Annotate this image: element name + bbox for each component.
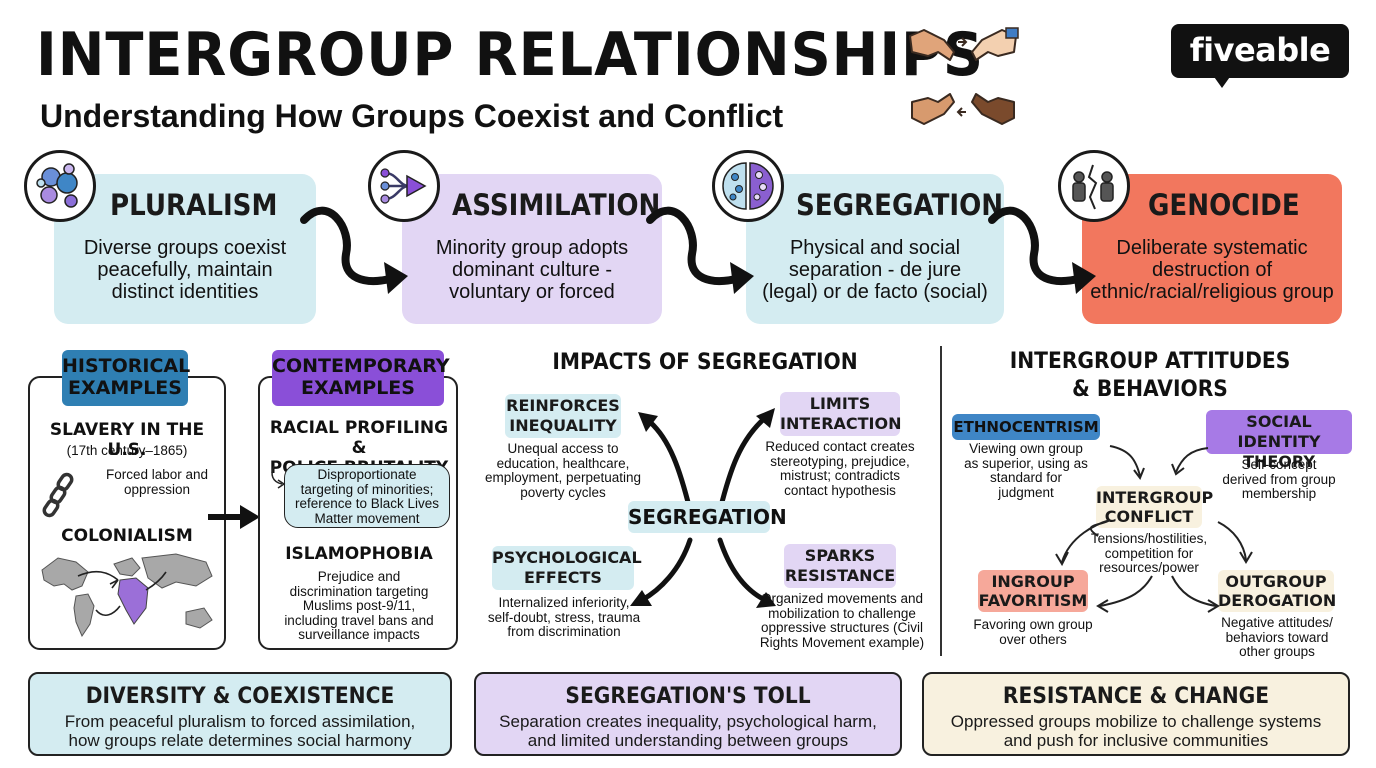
impacts-arrows — [630, 408, 776, 608]
attitudes-heading: INTERGROUP ATTITUDES& BEHAVIORS — [1009, 349, 1291, 402]
diversity-summary-box: DIVERSITY & COEXISTENCE From peaceful pl… — [28, 672, 452, 756]
divided-circle-icon — [712, 150, 784, 222]
world-map-icon — [41, 553, 213, 638]
colonialism-title: COLONIALISM — [61, 526, 193, 546]
ethnocentrism-label: ETHNOCENTRISM — [952, 414, 1100, 440]
segregation-center-label: SEGREGATION — [628, 501, 787, 533]
attitudes-arrows — [1055, 445, 1253, 613]
impacts-heading: IMPACTS OF SEGREGATION — [552, 350, 858, 375]
page-subtitle: Understanding How Groups Coexist and Con… — [40, 98, 784, 134]
arrow-pluralism-assimilation — [300, 206, 408, 294]
pluralism-card — [54, 174, 316, 324]
slavery-title: SLAVERY IN THE U.S. — [49, 420, 205, 460]
page-title: INTERGROUP RELATIONSHIPS — [36, 20, 984, 90]
merging-arrows-icon — [368, 150, 440, 222]
assimilation-card — [402, 174, 662, 324]
joined-hands-icon — [909, 27, 1019, 125]
arrow-segregation-genocide — [988, 206, 1096, 294]
assimilation-title: ASSIMILATION — [452, 188, 661, 222]
fiveable-logo: fiveable — [1171, 24, 1349, 78]
segregation-toll-box: SEGREGATION'S TOLL Separation creates in… — [474, 672, 902, 756]
resistance-change-title: RESISTANCE & CHANGE — [1002, 684, 1270, 709]
segregation-toll-desc: Separation creates inequality, psycholog… — [499, 712, 877, 750]
broken-group-icon — [1058, 150, 1130, 222]
diverse-circles-icon — [24, 150, 96, 222]
psychological-effects-desc: Internalized inferiority,self-doubt, str… — [487, 595, 641, 639]
slavery-dates: (17th century–1865) — [66, 443, 188, 458]
pluralism-title: PLURALISM — [110, 188, 278, 222]
segregation-title: SEGREGATION — [796, 188, 1004, 222]
arrow-assimilation-segregation — [646, 206, 754, 294]
chain-icon — [42, 472, 74, 518]
examples-arrow — [208, 505, 260, 529]
segregation-card — [746, 174, 1004, 324]
genocide-title: GENOCIDE — [1148, 188, 1300, 222]
diversity-summary-title: DIVERSITY & COEXISTENCE — [85, 684, 395, 709]
logo-speech-tail — [1212, 74, 1232, 88]
resistance-change-box: RESISTANCE & CHANGE Oppressed groups mob… — [922, 672, 1350, 756]
islamophobia-title: ISLAMOPHOBIA — [285, 544, 433, 564]
profiling-pointer-arrow — [271, 465, 286, 489]
diversity-summary-desc: From peaceful pluralism to forced assimi… — [64, 712, 416, 750]
section-divider — [940, 346, 942, 656]
resistance-change-desc: Oppressed groups mobilize to challenge s… — [950, 712, 1322, 750]
segregation-toll-title: SEGREGATION'S TOLL — [565, 684, 811, 709]
